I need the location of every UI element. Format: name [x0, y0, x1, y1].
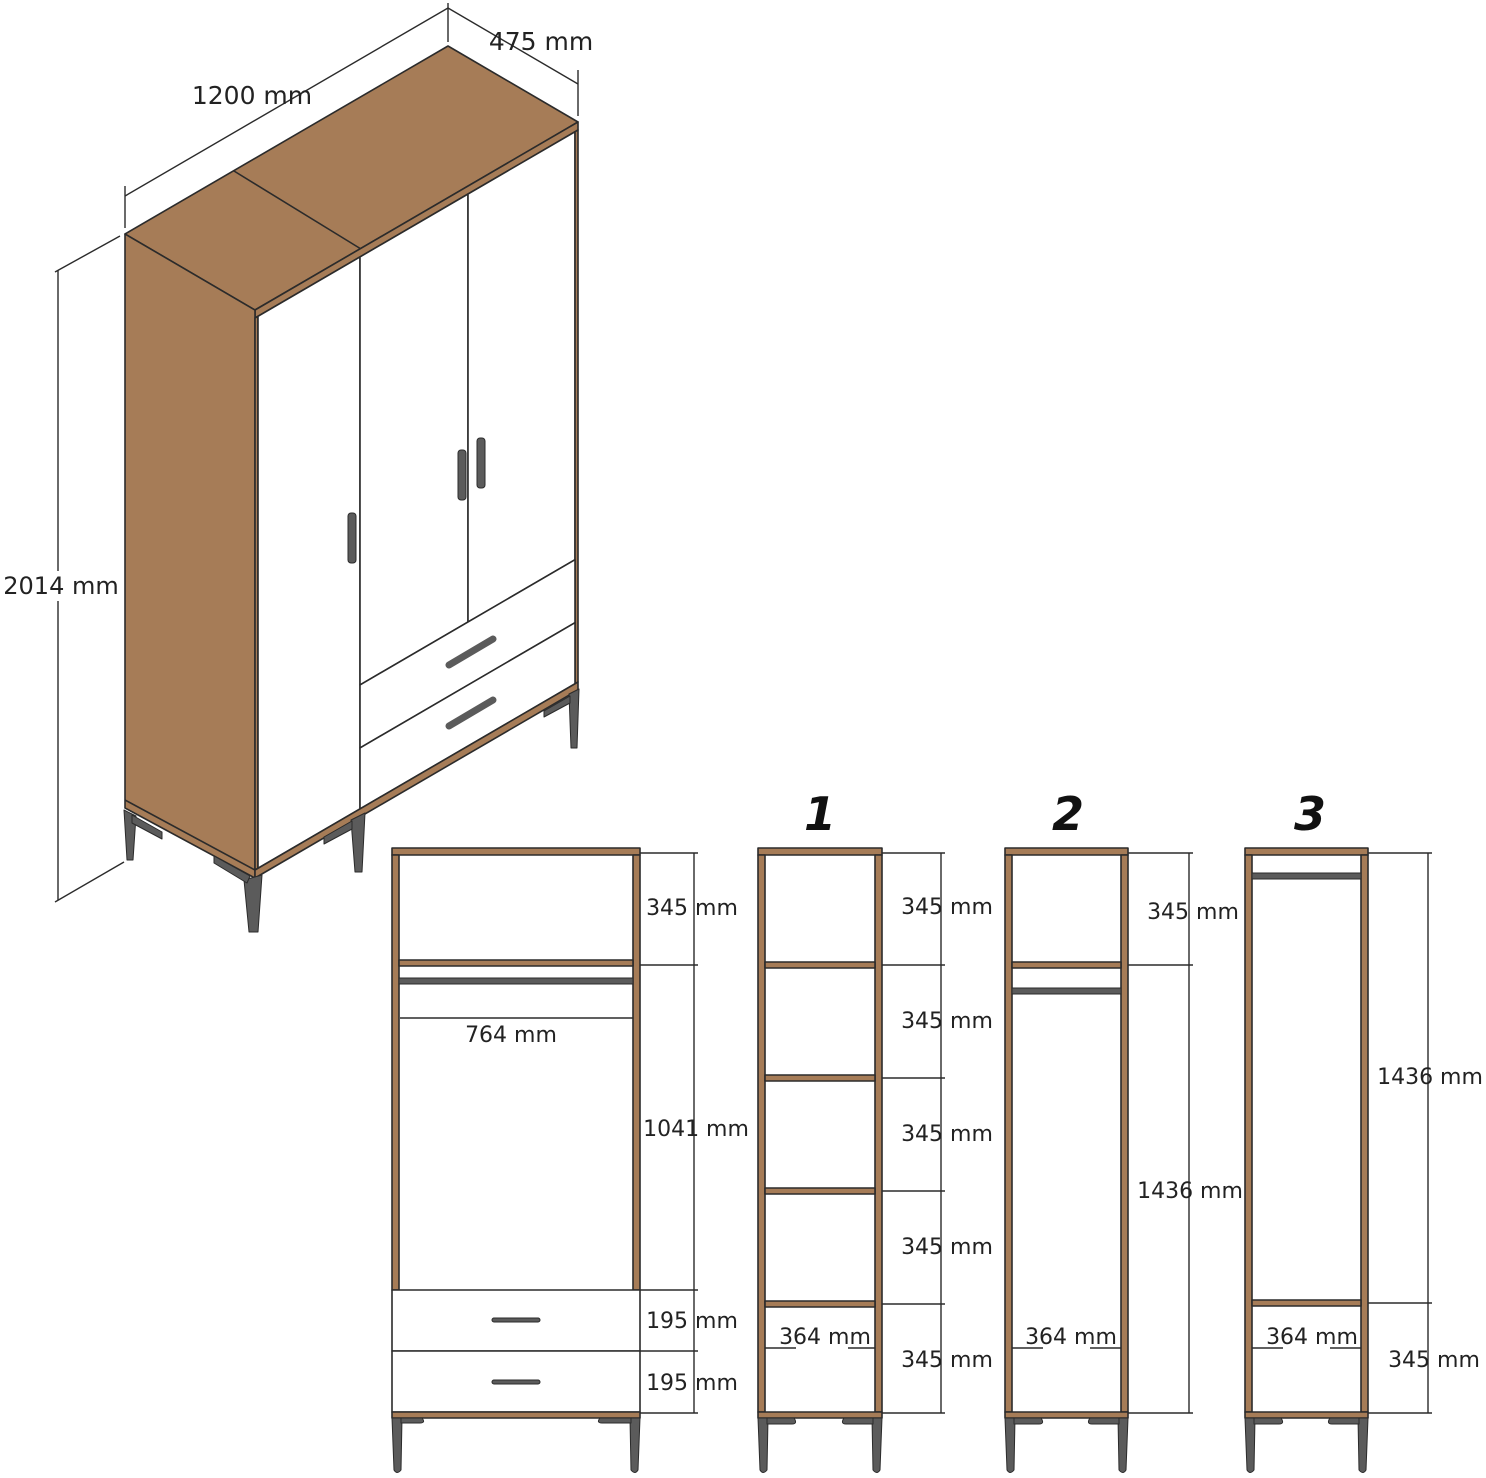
shelf: [764, 1074, 876, 1082]
shelf: [764, 1300, 876, 1308]
plinth: [757, 1411, 883, 1419]
section-2-view: 2 345 mm 1436 mm 364 mm: [1004, 787, 1243, 1473]
inner-width-label: 364 mm: [779, 1325, 871, 1350]
right-door-handle: [476, 437, 486, 489]
shelf: [1251, 1299, 1362, 1307]
hanging-compartment-label: 1041 mm: [643, 1117, 749, 1142]
left-leg: [1004, 1417, 1016, 1473]
right-leg-arm: [597, 1417, 632, 1424]
right-side-board: [1120, 854, 1129, 1413]
right-leg-arm: [1327, 1417, 1360, 1425]
inner-width-label: 364 mm: [1025, 1325, 1117, 1350]
left-leg-arm: [1253, 1417, 1284, 1425]
lower-drawer-handle: [491, 1379, 541, 1385]
height-extension-line-top: [54, 235, 121, 273]
side-plinth-line: [124, 799, 256, 871]
shelf-height-label: 345 mm: [901, 895, 993, 920]
inner-width-label: 364 mm: [1266, 1325, 1358, 1350]
top-compartment-label: 345 mm: [646, 896, 738, 921]
right-leg: [1117, 1417, 1129, 1473]
section-1-view: 1 345 mm 345 mm 345 mm 345 mm 345 mm 364…: [757, 787, 993, 1473]
lower-drawer-label: 195 mm: [646, 1371, 738, 1396]
front-view-main-section: 345 mm 764 mm 1041 mm 195 mm 195 mm: [391, 847, 749, 1473]
height-extension-line-bottom: [54, 861, 125, 903]
hanging-rod: [398, 977, 634, 985]
right-side-board: [1360, 854, 1369, 1413]
width-label: 1200 mm: [192, 81, 312, 110]
middle-door: [359, 193, 469, 686]
lower-drawer-handle: [445, 696, 497, 730]
section-number: 2: [1052, 787, 1084, 841]
left-leg-arm: [400, 1417, 425, 1424]
shelf-height-label: 345 mm: [901, 1235, 993, 1260]
section-number: 3: [1294, 787, 1326, 841]
left-side-board: [1244, 854, 1253, 1413]
hanging-rod: [1251, 872, 1362, 880]
height-label: 2014 mm: [3, 572, 118, 600]
hanging-compartment-label: 1436 mm: [1377, 1065, 1483, 1090]
left-leg: [757, 1417, 769, 1473]
top-board: [1244, 847, 1369, 856]
left-leg-arm: [1013, 1417, 1044, 1425]
right-leg-arm: [1087, 1417, 1120, 1425]
upper-drawer-label: 195 mm: [646, 1309, 738, 1334]
section-number: 1: [804, 787, 836, 841]
depth-dimension-line: [447, 7, 579, 85]
right-side-board: [632, 854, 641, 1291]
left-side-panel: [124, 233, 256, 879]
bottom-compartment-label: 345 mm: [1388, 1348, 1480, 1373]
upper-drawer-handle: [491, 1317, 541, 1323]
front-left-leg: [243, 874, 263, 933]
depth-label: 475 mm: [489, 27, 593, 56]
top-board: [391, 847, 641, 856]
shelf: [398, 959, 634, 967]
width-dimension-line: [124, 7, 449, 197]
top-board: [1004, 847, 1129, 856]
middle-door-handle: [457, 449, 467, 501]
left-side-board: [391, 854, 400, 1291]
section-3-view: 3 1436 mm 364 mm 345 mm: [1244, 787, 1483, 1473]
middle-leg: [350, 812, 366, 873]
isometric-wardrobe: 475 mm 1200 mm 2014 mm: [2, 3, 593, 933]
left-leg-arm: [766, 1417, 797, 1425]
left-door-handle: [347, 512, 357, 564]
shelf: [764, 961, 876, 969]
plinth: [1244, 1411, 1369, 1419]
top-compartment-label: 345 mm: [1147, 900, 1239, 925]
right-door: [467, 131, 576, 623]
shelf: [764, 1187, 876, 1195]
right-leg: [629, 1417, 641, 1473]
shelf-height-label: 345 mm: [901, 1009, 993, 1034]
middle-leg-arm: [323, 820, 353, 845]
right-front-leg: [568, 688, 580, 749]
plinth: [391, 1411, 641, 1419]
shelf-height-label: 345 mm: [901, 1348, 993, 1373]
front-left-leg-arm: [213, 855, 251, 884]
left-side-board: [757, 854, 766, 1413]
height-label-background: [2, 571, 120, 601]
right-leg: [871, 1417, 883, 1473]
left-leg: [1244, 1417, 1256, 1473]
right-front-leg-arm: [543, 695, 571, 718]
hanging-compartment-label: 1436 mm: [1137, 1179, 1243, 1204]
plinth: [1004, 1411, 1129, 1419]
right-leg: [1357, 1417, 1369, 1473]
top-board: [757, 847, 883, 856]
left-side-board: [1004, 854, 1013, 1413]
rod-width-label: 764 mm: [465, 1023, 557, 1048]
top-panel-seam: [233, 170, 362, 250]
back-left-leg-arm: [131, 814, 163, 840]
right-side-board: [874, 854, 883, 1413]
shelf-height-label: 345 mm: [901, 1122, 993, 1147]
right-leg-arm: [841, 1417, 874, 1425]
left-door: [257, 256, 361, 870]
hanging-rod: [1011, 987, 1122, 995]
shelf: [1011, 961, 1122, 969]
upper-drawer-handle: [445, 635, 497, 669]
left-leg: [391, 1417, 403, 1473]
